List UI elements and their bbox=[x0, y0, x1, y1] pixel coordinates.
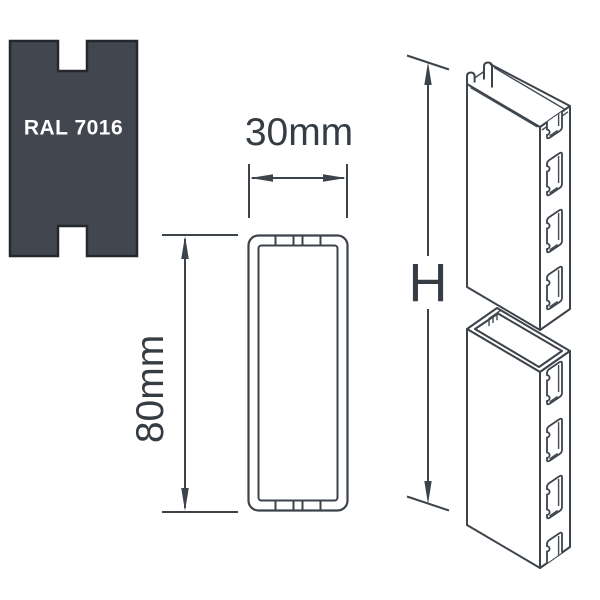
depth-dimension: 80mm bbox=[129, 234, 238, 513]
upper-seam-lip-back bbox=[483, 61, 493, 88]
cross-section-inner bbox=[257, 244, 339, 502]
upper-back-top-edge bbox=[489, 63, 571, 107]
mounting-slot bbox=[546, 265, 563, 311]
mounting-slot bbox=[546, 208, 563, 254]
depth-arrow-down-icon bbox=[181, 488, 189, 511]
width-extension-lines bbox=[248, 164, 348, 218]
cross-section-outer bbox=[247, 234, 349, 512]
lower-seam-detail bbox=[488, 310, 501, 326]
width-dimension-label: 30mm bbox=[245, 111, 353, 154]
ral-swatch-shape bbox=[8, 39, 139, 258]
mounting-slot bbox=[546, 474, 563, 520]
lower-front-face bbox=[466, 328, 541, 569]
width-dimension: 30mm bbox=[245, 111, 353, 218]
depth-dimension-label: 80mm bbox=[129, 335, 172, 443]
upper-front-face bbox=[466, 83, 541, 331]
h-tick-top bbox=[406, 54, 450, 71]
upper-back-top-inner-edge bbox=[493, 66, 567, 111]
ral-swatch-label: RAL 7016 bbox=[24, 117, 123, 140]
lower-top-opening-inner bbox=[474, 312, 563, 368]
upper-front-top-inner-edge bbox=[470, 86, 538, 128]
h-arrow-down-icon bbox=[424, 481, 432, 504]
iso-upper-piece bbox=[466, 61, 571, 331]
cross-section-drawing bbox=[247, 234, 349, 512]
h-arrow-up-icon bbox=[424, 62, 432, 85]
upper-seam-lip-front bbox=[466, 71, 476, 84]
depth-arrow-up-icon bbox=[181, 236, 189, 259]
mounting-slot bbox=[546, 531, 563, 568]
cross-section-seam-ticks-top bbox=[274, 236, 322, 246]
lower-right-face bbox=[539, 350, 571, 569]
ral-swatch: RAL 7016 bbox=[8, 39, 139, 258]
iso-lower-piece bbox=[466, 307, 571, 569]
h-dimension: H bbox=[406, 54, 450, 512]
width-arrow-left-icon bbox=[250, 174, 273, 182]
mounting-slot bbox=[546, 417, 563, 463]
depth-extension-lines bbox=[162, 234, 238, 513]
upper-left-top-edge bbox=[474, 70, 485, 79]
h-dimension-label: H bbox=[409, 253, 448, 313]
mounting-slot bbox=[546, 151, 563, 197]
h-tick-bottom bbox=[406, 495, 450, 512]
cross-section-seam-ticks-bottom bbox=[274, 500, 322, 510]
mounting-slot bbox=[546, 106, 563, 140]
width-arrow-right-icon bbox=[323, 174, 346, 182]
mounting-slot bbox=[546, 360, 563, 406]
